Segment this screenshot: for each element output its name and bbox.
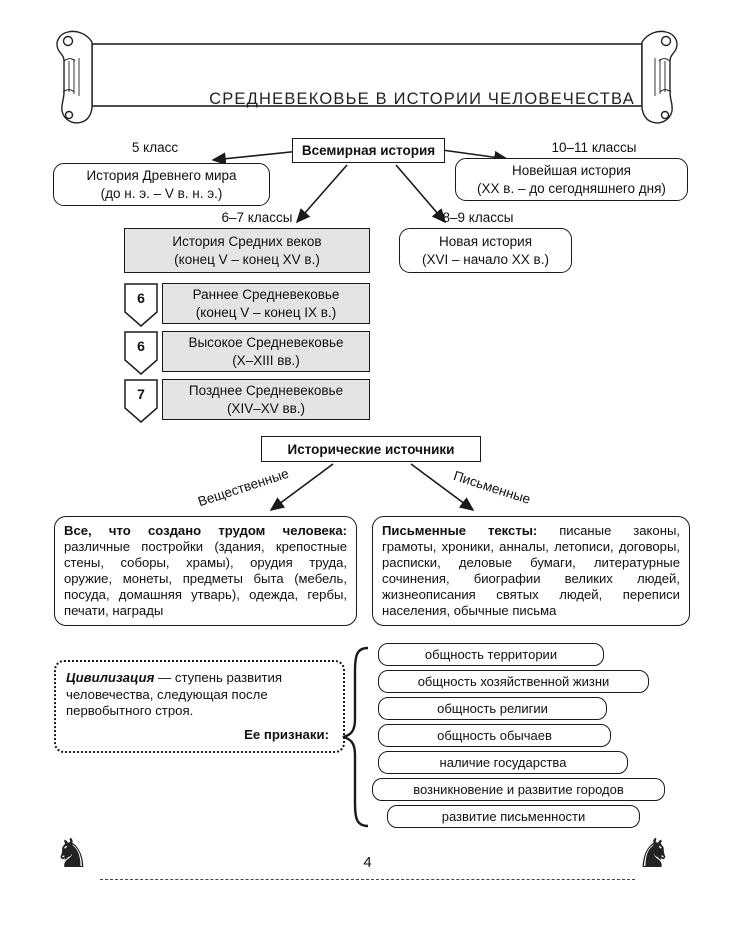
high-middle-ages-title: Высокое Средневековье — [188, 334, 344, 350]
new-history-box: Новая история (XVI – начало XX в.) — [399, 228, 572, 273]
grade-label-8-9: 8–9 классы — [442, 210, 514, 225]
knight-icon: ♞ — [54, 832, 90, 876]
civilization-features-label: Ее признаки: — [244, 726, 329, 742]
civilization-feature: общность хозяйственной жизни — [378, 670, 649, 693]
page-number: 4 — [363, 854, 372, 871]
footer-divider — [100, 879, 635, 880]
material-sources-text: различные постройки (здания, крепостные … — [64, 538, 347, 618]
ancient-history-title: История Древнего мира — [86, 167, 237, 183]
early-middle-ages-period: (конец V – конец IX в.) — [195, 304, 337, 320]
historical-sources-label: Исторические источники — [287, 441, 455, 457]
civilization-definition-box: Цивилизация — ступень развития человечес… — [54, 660, 345, 753]
ancient-history-period: (до н. э. – V в. н. э.) — [100, 185, 223, 201]
pennant-shape-icon — [124, 379, 158, 423]
title-banner: СРЕДНЕВЕКОВЬЕ В ИСТОРИИ ЧЕЛОВЕЧЕСТВА — [52, 28, 682, 128]
early-middle-ages-title: Раннее Средневековье — [192, 286, 340, 302]
arrow-to-middle-ages — [295, 164, 348, 224]
grade-label-5: 5 класс — [131, 140, 179, 155]
civilization-feature: общность религии — [378, 697, 607, 720]
scroll-decoration-icon — [56, 30, 678, 124]
page-title: СРЕДНЕВЕКОВЬЕ В ИСТОРИИ ЧЕЛОВЕЧЕСТВА — [209, 90, 635, 108]
grade-tag-late-label: 7 — [137, 386, 145, 402]
early-middle-ages-box: Раннее Средневековье (конец V – конец IX… — [162, 283, 370, 324]
new-history-period: (XVI – начало XX в.) — [422, 251, 549, 267]
civilization-feature: развитие письменности — [387, 805, 640, 828]
historical-sources-box: Исторические источники — [261, 436, 481, 462]
pennant-shape-icon — [124, 283, 158, 327]
middle-ages-box: История Средних веков (конец V – конец X… — [124, 228, 370, 273]
written-sources-text: писаные законы, грамоты, хроники, анналы… — [382, 523, 680, 618]
newest-history-box: Новейшая история (XX в. – до сегодняшнег… — [455, 158, 688, 201]
world-history-box: Всемирная история — [292, 138, 445, 163]
civilization-term: Цивилизация — [66, 670, 155, 685]
written-branch-label: Письменные — [451, 468, 533, 507]
civilization-definition-text: Цивилизация — ступень развития человечес… — [66, 670, 333, 720]
late-middle-ages-title: Позднее Средневековье — [188, 382, 344, 398]
material-branch-label: Вещественные — [195, 465, 291, 510]
grade-tag-high-label: 6 — [137, 338, 145, 354]
material-sources-lead: Все, что создано трудом человека: — [64, 523, 347, 538]
civilization-definition: — ступень развития человечества, следующ… — [66, 670, 283, 718]
middle-ages-period: (конец V – конец XV в.) — [174, 251, 320, 267]
curly-brace-icon — [342, 646, 369, 828]
late-middle-ages-box: Позднее Средневековье (XIV–XV вв.) — [162, 379, 370, 420]
written-sources-box: Письменные тексты: писаные законы, грамо… — [372, 516, 690, 626]
newest-history-title: Новейшая история — [512, 162, 631, 178]
late-middle-ages-period: (XIV–XV вв.) — [226, 400, 306, 416]
grade-label-6-7: 6–7 классы — [221, 210, 293, 225]
grade-tag-early: 6 — [124, 283, 158, 327]
high-middle-ages-box: Высокое Средневековье (X–XIII вв.) — [162, 331, 370, 372]
grade-tag-high: 6 — [124, 331, 158, 375]
middle-ages-title: История Средних веков — [172, 233, 322, 249]
material-sources-box: Все, что создано трудом человека: различ… — [54, 516, 357, 626]
high-middle-ages-period: (X–XIII вв.) — [232, 352, 300, 368]
newest-history-period: (XX в. – до сегодняшнего дня) — [477, 180, 666, 196]
arrow-to-ancient-history — [211, 150, 301, 166]
civilization-feature: общность обычаев — [378, 724, 611, 747]
civilization-feature: общность территории — [378, 643, 604, 666]
grade-tag-early-label: 6 — [137, 290, 145, 306]
ancient-history-box: История Древнего мира (до н. э. – V в. н… — [53, 163, 270, 206]
new-history-title: Новая история — [438, 233, 533, 249]
civilization-feature: наличие государства — [378, 751, 628, 774]
world-history-label: Всемирная история — [301, 143, 436, 158]
pennant-shape-icon — [124, 331, 158, 375]
written-sources-lead: Письменные тексты: — [382, 523, 538, 538]
civilization-feature: возникновение и развитие городов — [372, 778, 665, 801]
grade-tag-late: 7 — [124, 379, 158, 423]
grade-label-10-11: 10–11 классы — [551, 140, 637, 155]
